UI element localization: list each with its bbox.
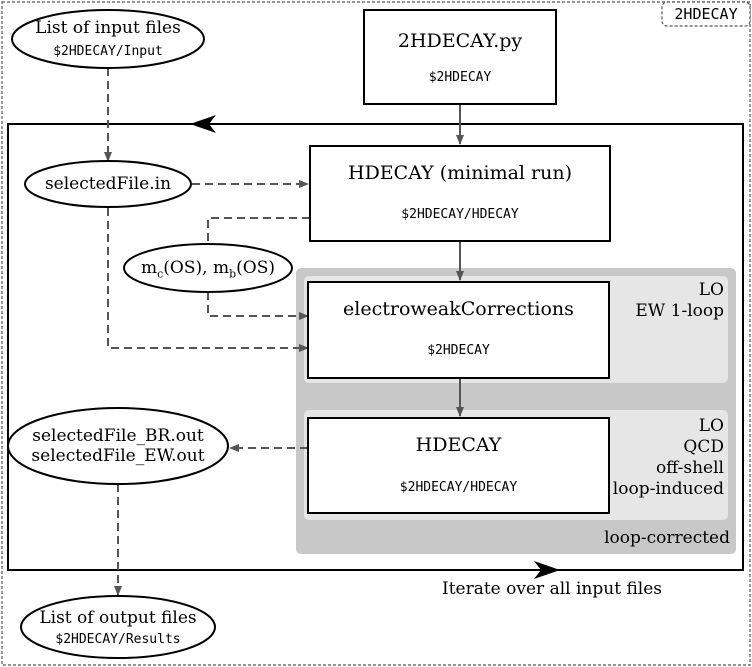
masses-label: mc(OS), mb(OS)	[141, 258, 275, 281]
qcd-panel-line1: LO	[698, 416, 724, 436]
main-script-box	[363, 9, 557, 105]
qcd-panel-label: LO QCD off-shell loop-induced	[612, 416, 724, 500]
selected-file-ellipse	[24, 160, 192, 208]
arrow-masses-to-ew	[207, 292, 309, 320]
ew-corrections-path: $2HDECAY	[427, 343, 490, 358]
output-list-ellipse	[20, 595, 216, 659]
input-list-ellipse	[11, 9, 205, 69]
line-minimal-to-masses	[207, 217, 310, 244]
hdecay-minimal-path: $2HDECAY/HDECAY	[401, 207, 519, 222]
loop-rectangle	[7, 123, 744, 571]
output-files-ellipse	[7, 407, 229, 485]
selected-file-title: selectedFile.in	[44, 174, 172, 194]
qcd-panel-line3: off-shell	[655, 458, 724, 478]
output-files-label: selectedFile_BR.out selectedFile_EW.out	[8, 426, 228, 466]
main-script-title: 2HDECAY.py	[397, 30, 523, 52]
hdecay-title: HDECAY	[415, 434, 502, 456]
input-list-title: List of input files	[35, 18, 181, 38]
loop-label: Iterate over all input files	[441, 579, 663, 599]
masses-ellipse	[123, 243, 293, 293]
ew-corrections-box	[307, 281, 610, 379]
ew-panel-label: LO EW 1-loop	[612, 280, 724, 322]
hdecay-minimal-box	[309, 145, 611, 242]
hdecay-box	[307, 417, 610, 514]
main-script-path: $2HDECAY	[428, 70, 492, 85]
output-file-ew: selectedFile_EW.out	[31, 446, 205, 466]
hdecay-minimal-title: HDECAY (minimal run)	[348, 162, 572, 184]
frame-tag: 2HDECAY	[674, 5, 738, 23]
output-list-path: $2HDECAY/Results	[55, 632, 181, 647]
qcd-panel-line2: QCD	[683, 437, 724, 457]
arrow-selected-to-ew	[107, 208, 309, 352]
ew-panel-line2: EW 1-loop	[635, 301, 724, 321]
ew-panel-line1: LO	[698, 280, 724, 300]
output-file-br: selectedFile_BR.out	[32, 426, 204, 446]
frame-tag-box	[661, 1, 751, 27]
loop-corrected-label: loop-corrected	[604, 528, 730, 548]
qcd-panel-line4: loop-induced	[612, 479, 724, 499]
output-list-title: List of output files	[39, 608, 197, 628]
ew-corrections-title: electroweakCorrections	[343, 298, 574, 320]
hdecay-path: $2HDECAY/HDECAY	[399, 480, 518, 495]
input-list-path: $2HDECAY/Input	[53, 44, 163, 59]
